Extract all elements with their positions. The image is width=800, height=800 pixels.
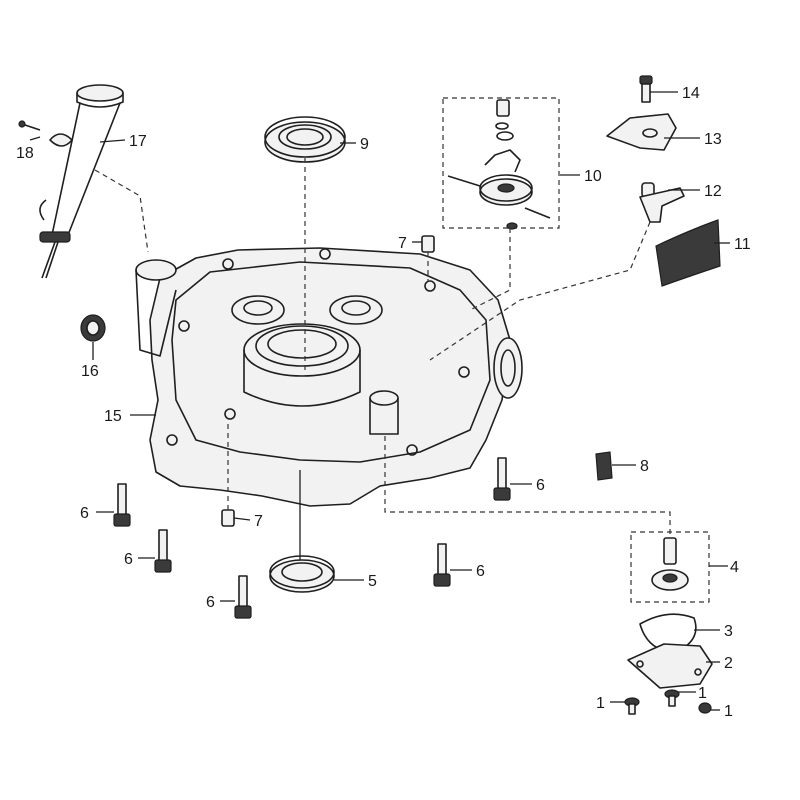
callout-6-b: 6	[124, 551, 133, 568]
callout-6-a: 6	[80, 505, 89, 522]
callout-3: 3	[724, 623, 733, 640]
part-1-screw-1	[624, 697, 640, 715]
callout-18: 18	[16, 145, 34, 162]
leader-lines	[29, 91, 730, 711]
callout-1-a: 1	[596, 695, 605, 712]
part-7-dowel-lower	[221, 509, 235, 527]
part-18-clip	[18, 120, 73, 147]
part-8-block	[595, 451, 613, 481]
part-12-lever	[639, 182, 685, 223]
callout-1-c: 1	[724, 703, 733, 720]
callout-7-upper: 7	[398, 235, 407, 252]
callout-17: 17	[129, 133, 147, 150]
callout-5: 5	[368, 573, 377, 590]
part-10-assembly-box	[442, 97, 560, 229]
callout-6-d: 6	[536, 477, 545, 494]
callout-16: 16	[81, 363, 99, 380]
callout-10: 10	[584, 168, 602, 185]
part-6-bolt-2	[154, 529, 172, 573]
callout-6-c: 6	[206, 594, 215, 611]
part-6-bolt-4	[493, 457, 511, 501]
assembly-line-17	[94, 169, 149, 253]
assembly-line-11-12	[429, 221, 651, 361]
callout-8: 8	[640, 458, 649, 475]
callout-2: 2	[724, 655, 733, 672]
callout-12: 12	[704, 183, 722, 200]
part-6-bolt-1	[113, 483, 131, 527]
assembly-line-10	[469, 228, 511, 311]
part-7-dowel-upper	[421, 235, 435, 253]
part-14-bolt	[639, 75, 653, 103]
part-10-gear-assembly	[447, 99, 551, 230]
callout-9: 9	[360, 136, 369, 153]
part-13-bracket	[606, 113, 677, 151]
part-9-bearing	[264, 116, 346, 163]
part-17-oil-filler-tube	[39, 84, 124, 279]
part-11-filter-screen	[655, 219, 721, 287]
part-15-crankcase-cover	[135, 247, 523, 507]
part-1-screw-3	[698, 702, 712, 714]
callout-14: 14	[682, 85, 700, 102]
callout-4: 4	[730, 559, 739, 576]
part-6-bolt-3	[234, 575, 252, 619]
callout-6-e: 6	[476, 563, 485, 580]
callout-15: 15	[104, 408, 122, 425]
callout-labels: 17 18 9 10 7 14 13 12 11 16 15 6 6 6 6 6…	[16, 85, 751, 720]
part-5-oil-seal	[269, 555, 335, 593]
part-16-seal	[80, 314, 106, 342]
callout-1-b: 1	[698, 685, 707, 702]
callout-11: 11	[734, 236, 751, 253]
part-3-gasket	[639, 613, 697, 653]
callout-7-lower: 7	[254, 513, 263, 530]
part-6-bolt-5	[433, 543, 451, 587]
callout-13: 13	[704, 131, 722, 148]
part-2-cover-plate	[627, 643, 713, 689]
part-4-oil-pump-rotor	[651, 537, 689, 591]
assembly-line-4	[384, 436, 671, 538]
part-1-screw-2	[664, 689, 680, 707]
